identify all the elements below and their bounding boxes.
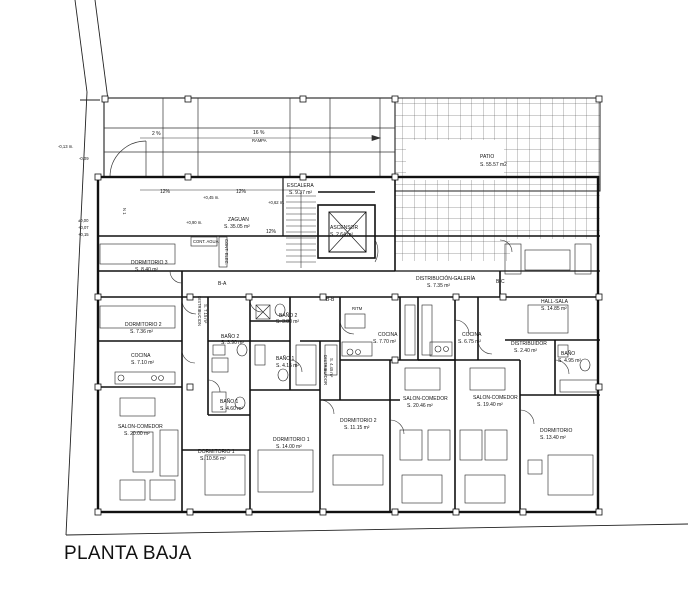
room-cont-elec: CONT. ELEC. <box>224 239 229 265</box>
room-ritm: RITM <box>352 306 363 311</box>
plan-title: PLANTA BAJA <box>64 543 192 564</box>
room-distribucion-galeria-area: S. 7.35 m² <box>427 283 450 289</box>
building-outline <box>96 175 600 514</box>
slope-s5: 12% <box>266 229 277 235</box>
room-patio-name: PATIO <box>480 154 494 160</box>
room-distribuidor-c-area: S. 2.40 m² <box>514 348 537 354</box>
room-distribucion-a-area: S. 7.15 m² <box>203 304 208 324</box>
room-hall-sala-area: S. 14.85 m² <box>541 306 567 312</box>
patio-area <box>394 97 601 261</box>
room-patio-area: S. 55.57 m2 <box>480 162 507 168</box>
level-l8: +0,62 m. <box>268 200 284 205</box>
room-bano-c-area: S. 4.95 m² <box>558 358 581 364</box>
room-dormitorio-c-area: S. 13.40 m² <box>540 435 566 441</box>
door-swings <box>169 239 570 435</box>
room-bano2a-name: BAÑO 2 <box>221 333 240 340</box>
room-zaguan-area: S. 35.05 m² <box>224 224 250 230</box>
section-ba: B-A <box>218 281 227 287</box>
room-dormitorio2b-name: DORMITORIO 2 <box>340 418 377 424</box>
room-distribuidor-b-name: DISTRIBUIDOR <box>323 355 328 385</box>
room-bano1b-name: BAÑO 1 <box>276 355 295 362</box>
room-dormitorio2b-area: S. 11.15 m² <box>344 425 370 431</box>
room-ascensor-area: S. 2.64 m² <box>330 232 353 238</box>
room-bano1a-name: BAÑO 1 <box>220 398 239 405</box>
room-cocina-c-area: S. 6.75 m² <box>458 339 481 345</box>
level-l2: -0,09 <box>79 156 89 161</box>
room-salon-b-name: SALON-COMEDOR <box>403 396 448 402</box>
section-markers: B-A B-B B-C <box>218 279 505 303</box>
room-salon-c-name: SALON-COMEDOR <box>473 395 518 401</box>
room-dormitorio1b-name: DORMITORIO 1 <box>273 437 310 443</box>
room-distribucion-galeria-name: DISTRIBUCIÓN-GALERÍA <box>416 275 476 282</box>
room-cocina-a-name: COCINA <box>131 353 151 359</box>
room-labels: PATIO S. 55.57 m2 ESCALERA S. 9.37 m² AS… <box>118 154 581 462</box>
level-l7: +0,90 m. <box>186 220 202 225</box>
room-ascensor-name: ASCENSOR <box>330 225 358 231</box>
room-salon-b-area: S. 20.46 m² <box>407 403 433 409</box>
room-bano2a-area: S. 3.90 m² <box>221 340 244 346</box>
room-dormitorio-c-name: DORMITORIO <box>540 428 573 434</box>
room-dormitorio3-area: S. 8.40 m² <box>135 267 158 273</box>
room-distribuidor-b-area: S. 4.45 m² <box>329 358 334 378</box>
section-n1: N 1 <box>122 208 127 215</box>
slope-s4: 12% <box>236 189 247 195</box>
level-l6: +0,45 m. <box>203 195 219 200</box>
room-cocina-b-name: COCINA <box>378 332 398 338</box>
room-cont-agua: CONT. AGUA <box>193 239 219 244</box>
room-dormitorio3-name: DORMITORIO 3 <box>131 260 168 266</box>
slope-rampa: RAMPA <box>252 138 267 143</box>
ramp-area <box>103 97 396 191</box>
room-escalera-name: ESCALERA <box>287 183 314 189</box>
structural-columns <box>94 95 603 516</box>
room-distribuidor-c-name: DISTRIBUIDOR <box>511 341 547 347</box>
room-zaguan-name: ZAGUAN <box>228 217 249 223</box>
room-dormitorio1a-name: DORMITORIO 1 <box>198 449 235 455</box>
room-distribucion-a-name: DISTRIBUCION <box>197 296 202 326</box>
room-bano2b-name: BAÑO 2 <box>279 312 298 319</box>
furniture <box>99 243 599 504</box>
section-bc: B-C <box>496 279 505 285</box>
room-dormitorio1a-area: S. 10.56 m² <box>200 456 226 462</box>
staircase <box>286 192 316 268</box>
level-annotations: -0,13 m. -0,09 ±0,00 +0,07 +0,15 +0,45 m… <box>58 130 284 237</box>
slope-s2: 16 % <box>253 130 265 136</box>
level-l4: +0,07 <box>78 225 89 230</box>
room-cocina-a-area: S. 7.10 m² <box>131 360 154 366</box>
room-escalera-area: S. 9.37 m² <box>289 190 312 196</box>
section-bb: B-B <box>326 297 335 303</box>
room-salon-a-area: S. 20.00 m² <box>124 431 150 437</box>
level-l3: ±0,00 <box>78 218 89 223</box>
room-bano1a-area: S. 4.60 m² <box>220 406 243 412</box>
slope-s1: 2 % <box>152 131 161 137</box>
level-l1: -0,13 m. <box>58 144 73 149</box>
room-bano2b-area: S. 3.80 m² <box>276 319 299 325</box>
room-dormitorio2a-area: S. 7.36 m² <box>130 329 153 335</box>
room-dormitorio2a-name: DORMITORIO 2 <box>125 322 162 328</box>
slope-s3: 12% <box>160 189 171 195</box>
level-l5: +0,15 <box>78 232 89 237</box>
room-salon-c-area: S. 19.40 m² <box>477 402 503 408</box>
room-hall-sala-name: HALL-SALA <box>541 299 569 305</box>
room-salon-a-name: SALON-COMEDOR <box>118 424 163 430</box>
site-boundary <box>65 0 688 536</box>
room-cocina-b-area: S. 7.70 m² <box>373 339 396 345</box>
room-bano-c-name: BAÑO <box>561 350 575 357</box>
interior-walls <box>98 271 600 512</box>
room-dormitorio1b-area: S. 14.00 m² <box>276 444 302 450</box>
room-bano1b-area: S. 4.15 m² <box>276 363 299 369</box>
room-cocina-c-name: COCINA <box>462 332 482 338</box>
